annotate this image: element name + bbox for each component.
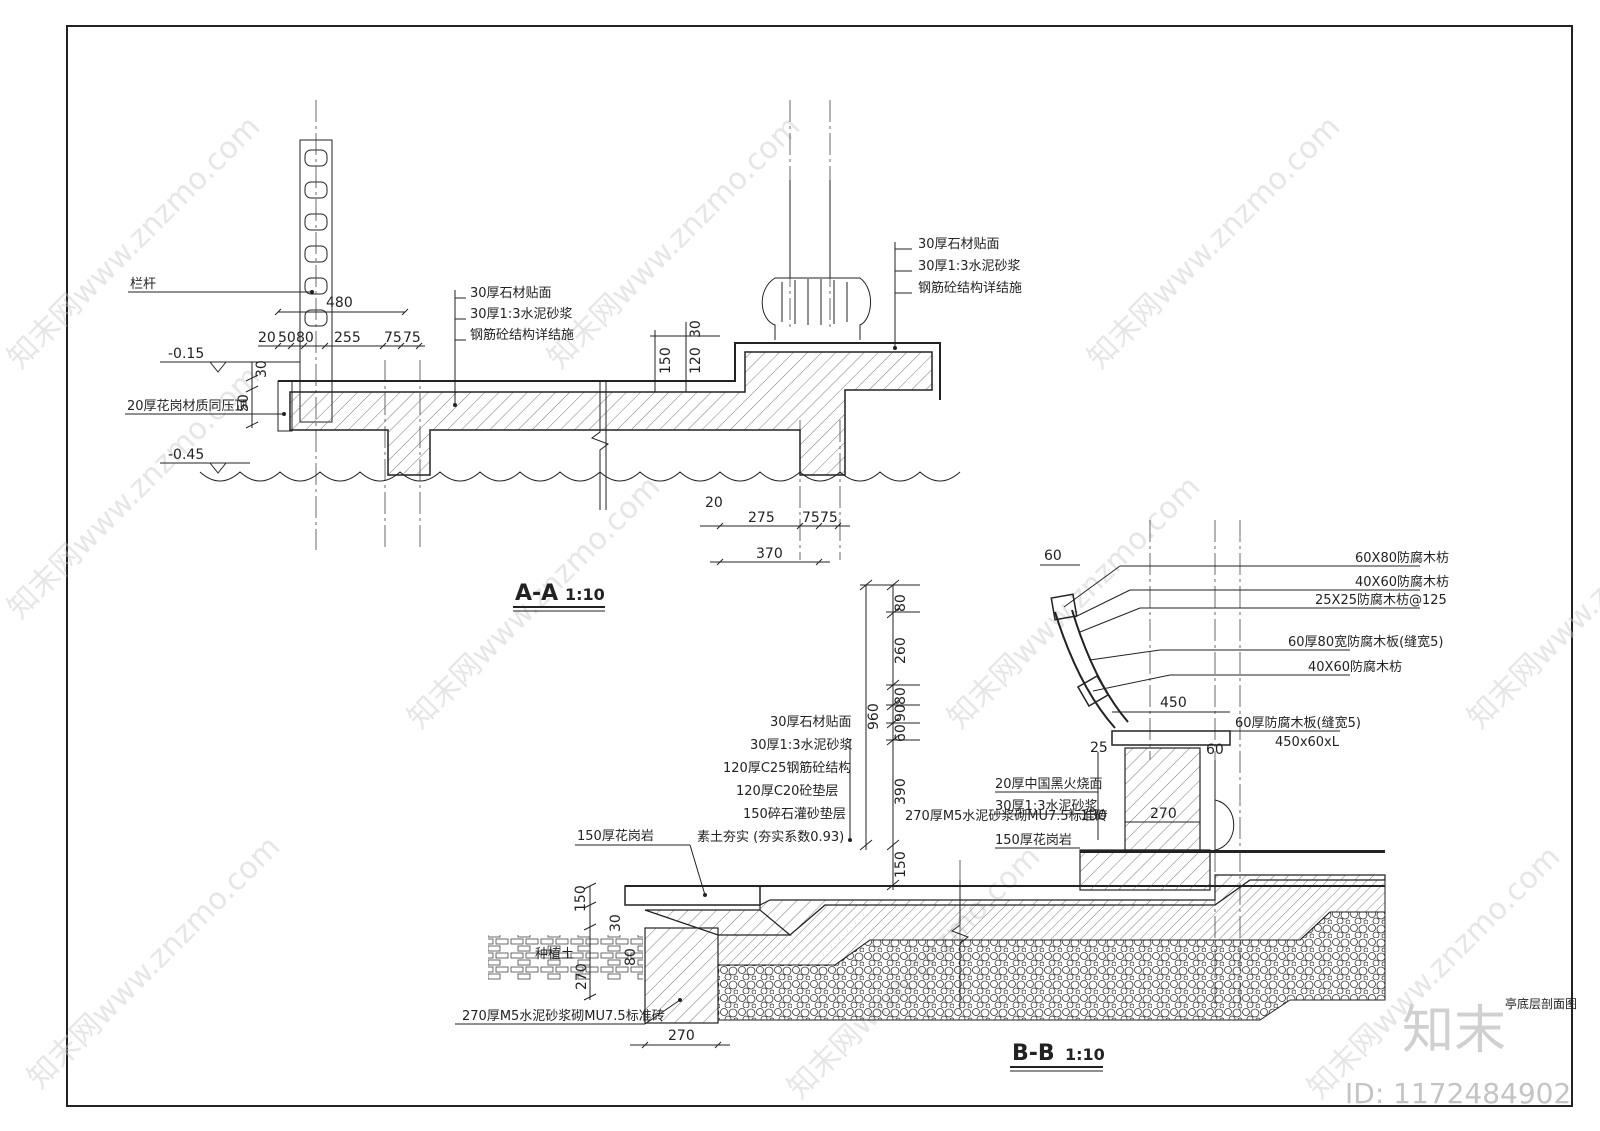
granite-note: 150厚花岗岩 <box>577 828 654 844</box>
dim-label: 60 <box>1206 742 1224 758</box>
dim-label: 480 <box>326 295 353 311</box>
bb-slab-layer <box>644 874 1386 936</box>
bb-granite-step <box>624 885 761 906</box>
layer-note: 30厚石材贴面 <box>918 237 1000 252</box>
layer-note: 150碎石灌砂垫层 <box>743 806 846 822</box>
id-text: ID: 1172484902 <box>1345 1077 1571 1110</box>
dim-label: 30 <box>254 360 270 378</box>
dim-label: 30 <box>608 914 624 932</box>
dim-label: 20 <box>258 330 276 346</box>
dim-label: 60 <box>893 724 909 742</box>
dim-label: 50 <box>236 394 252 412</box>
dim-label: 150 <box>573 885 589 912</box>
layer-note: 钢筋砼结构详结施 <box>918 280 1022 296</box>
bb-planting-soil <box>488 935 643 980</box>
dim-label: 75 <box>820 510 838 526</box>
bench-note: 40X60防腐木枋 <box>1308 659 1402 675</box>
dim-label: 75 <box>384 330 402 346</box>
dim-label: 960 <box>866 703 882 730</box>
bb-platform-granite <box>1079 849 1211 891</box>
dim-label: 270 <box>1150 806 1177 822</box>
elevation-label: -0.15 <box>168 346 204 362</box>
brick-note-left: 270厚M5水泥砂浆砌MU7.5标准砖 <box>462 1009 665 1024</box>
layer-note: 30厚石材贴面 <box>470 286 552 301</box>
dim-label: 25 <box>1090 740 1108 756</box>
dim-label: 80 <box>296 330 314 346</box>
layer-note: 30厚1:3水泥砂浆 <box>995 799 1097 814</box>
dim-label: 50 <box>278 330 296 346</box>
layer-note: 素土夯实 (夯实系数0.93) <box>697 830 844 845</box>
bb-seat-board <box>1111 730 1231 746</box>
dim-label: 130 <box>1080 808 1107 824</box>
dim-label: 20 <box>705 495 723 511</box>
dim-label: 370 <box>756 546 783 562</box>
elevation-label: -0.45 <box>168 447 204 463</box>
aa-slab <box>289 351 933 476</box>
dim-label: 150 <box>893 851 909 878</box>
bench-note: 60X80防腐木枋 <box>1355 550 1449 566</box>
layer-note: 钢筋砼结构详结施 <box>470 327 574 343</box>
coping-label: 20厚花岗材质同压顶 <box>127 398 248 414</box>
layer-note: 30厚1:3水泥砂浆 <box>750 738 852 753</box>
dim-label: 120 <box>688 347 704 374</box>
layer-note: 150厚花岗岩 <box>995 832 1072 848</box>
section-scale: 1:10 <box>1065 1045 1105 1064</box>
section-scale: 1:10 <box>565 585 605 604</box>
bench-note: 60厚80宽防腐木板(缝宽5) <box>1288 634 1444 650</box>
dim-label: 80 <box>623 948 639 966</box>
dim-label: 150 <box>658 347 674 374</box>
dim-label: 255 <box>334 330 361 346</box>
section-aa: -0.15 -0.45 栏杆 20厚花岗材质同压顶 30 50 480 20 5… <box>125 100 1022 612</box>
watermark-text: 知末网www.znzmo.com <box>1 109 267 375</box>
aa-slab-finish <box>278 342 941 400</box>
railing-label: 栏杆 <box>130 277 156 292</box>
bench-note: 40X60防腐木枋 <box>1355 574 1449 590</box>
bench-note: 450x60xL <box>1275 735 1340 750</box>
dim-label: 80 <box>893 687 909 705</box>
bench-backrest <box>1054 611 1116 729</box>
brand-logo: 知末 亭底层剖面图 ID: 1172484902 <box>1345 996 1577 1110</box>
watermark-text: 知末网www.znzmo.com <box>1081 109 1347 375</box>
brick-note: 270厚M5水泥砂浆砌MU7.5标准砖 <box>905 809 1108 824</box>
dim-label: 90 <box>893 704 909 722</box>
bb-granite-top <box>1080 850 1385 853</box>
dim-label: 60 <box>1044 548 1062 564</box>
dim-label: 450 <box>1160 695 1187 711</box>
bench-note: 60厚防腐木板(缝宽5) <box>1235 715 1361 731</box>
section-bb: 80 260 80 90 60 960 390 150 30厚石材贴面 30厚1… <box>455 520 1449 1072</box>
layer-note: 30厚石材贴面 <box>770 715 852 730</box>
dim-label: 75 <box>802 510 820 526</box>
section-title: B-B <box>1012 1041 1055 1066</box>
dim-label: 275 <box>748 510 775 526</box>
dim-label: 75 <box>403 330 421 346</box>
bb-brick-wall <box>644 927 719 1024</box>
bench-note: 25X25防腐木枋@125 <box>1315 592 1447 608</box>
layer-note: 30厚1:3水泥砂浆 <box>470 307 572 322</box>
layer-note: 30厚1:3水泥砂浆 <box>918 259 1020 274</box>
dim-label: 30 <box>688 320 704 338</box>
soil-note: 种植土 <box>535 947 574 962</box>
dim-label: 390 <box>893 778 909 805</box>
section-title: A-A <box>515 581 558 606</box>
dim-label: 270 <box>574 963 590 990</box>
dim-label: 80 <box>893 594 909 612</box>
watermark-text: 知末网www.znzmo.com <box>1461 469 1600 735</box>
drawing-caption: 亭底层剖面图 <box>1505 996 1577 1011</box>
bb-seat-wall <box>1124 747 1201 851</box>
dim-label: 270 <box>668 1028 695 1044</box>
water-line <box>199 471 961 482</box>
drawing-frame <box>66 25 1573 1107</box>
dim-label: 260 <box>893 637 909 664</box>
layer-note: 20厚中国黑火烧面 <box>995 777 1103 792</box>
brand-logo-text: 知末 <box>1402 1001 1506 1061</box>
column-base <box>761 277 871 340</box>
layer-note: 120厚C20砼垫层 <box>736 783 838 799</box>
layer-note: 120厚C25钢筋砼结构 <box>723 760 851 776</box>
watermark-text: 知末网www.znzmo.com <box>21 829 287 1095</box>
